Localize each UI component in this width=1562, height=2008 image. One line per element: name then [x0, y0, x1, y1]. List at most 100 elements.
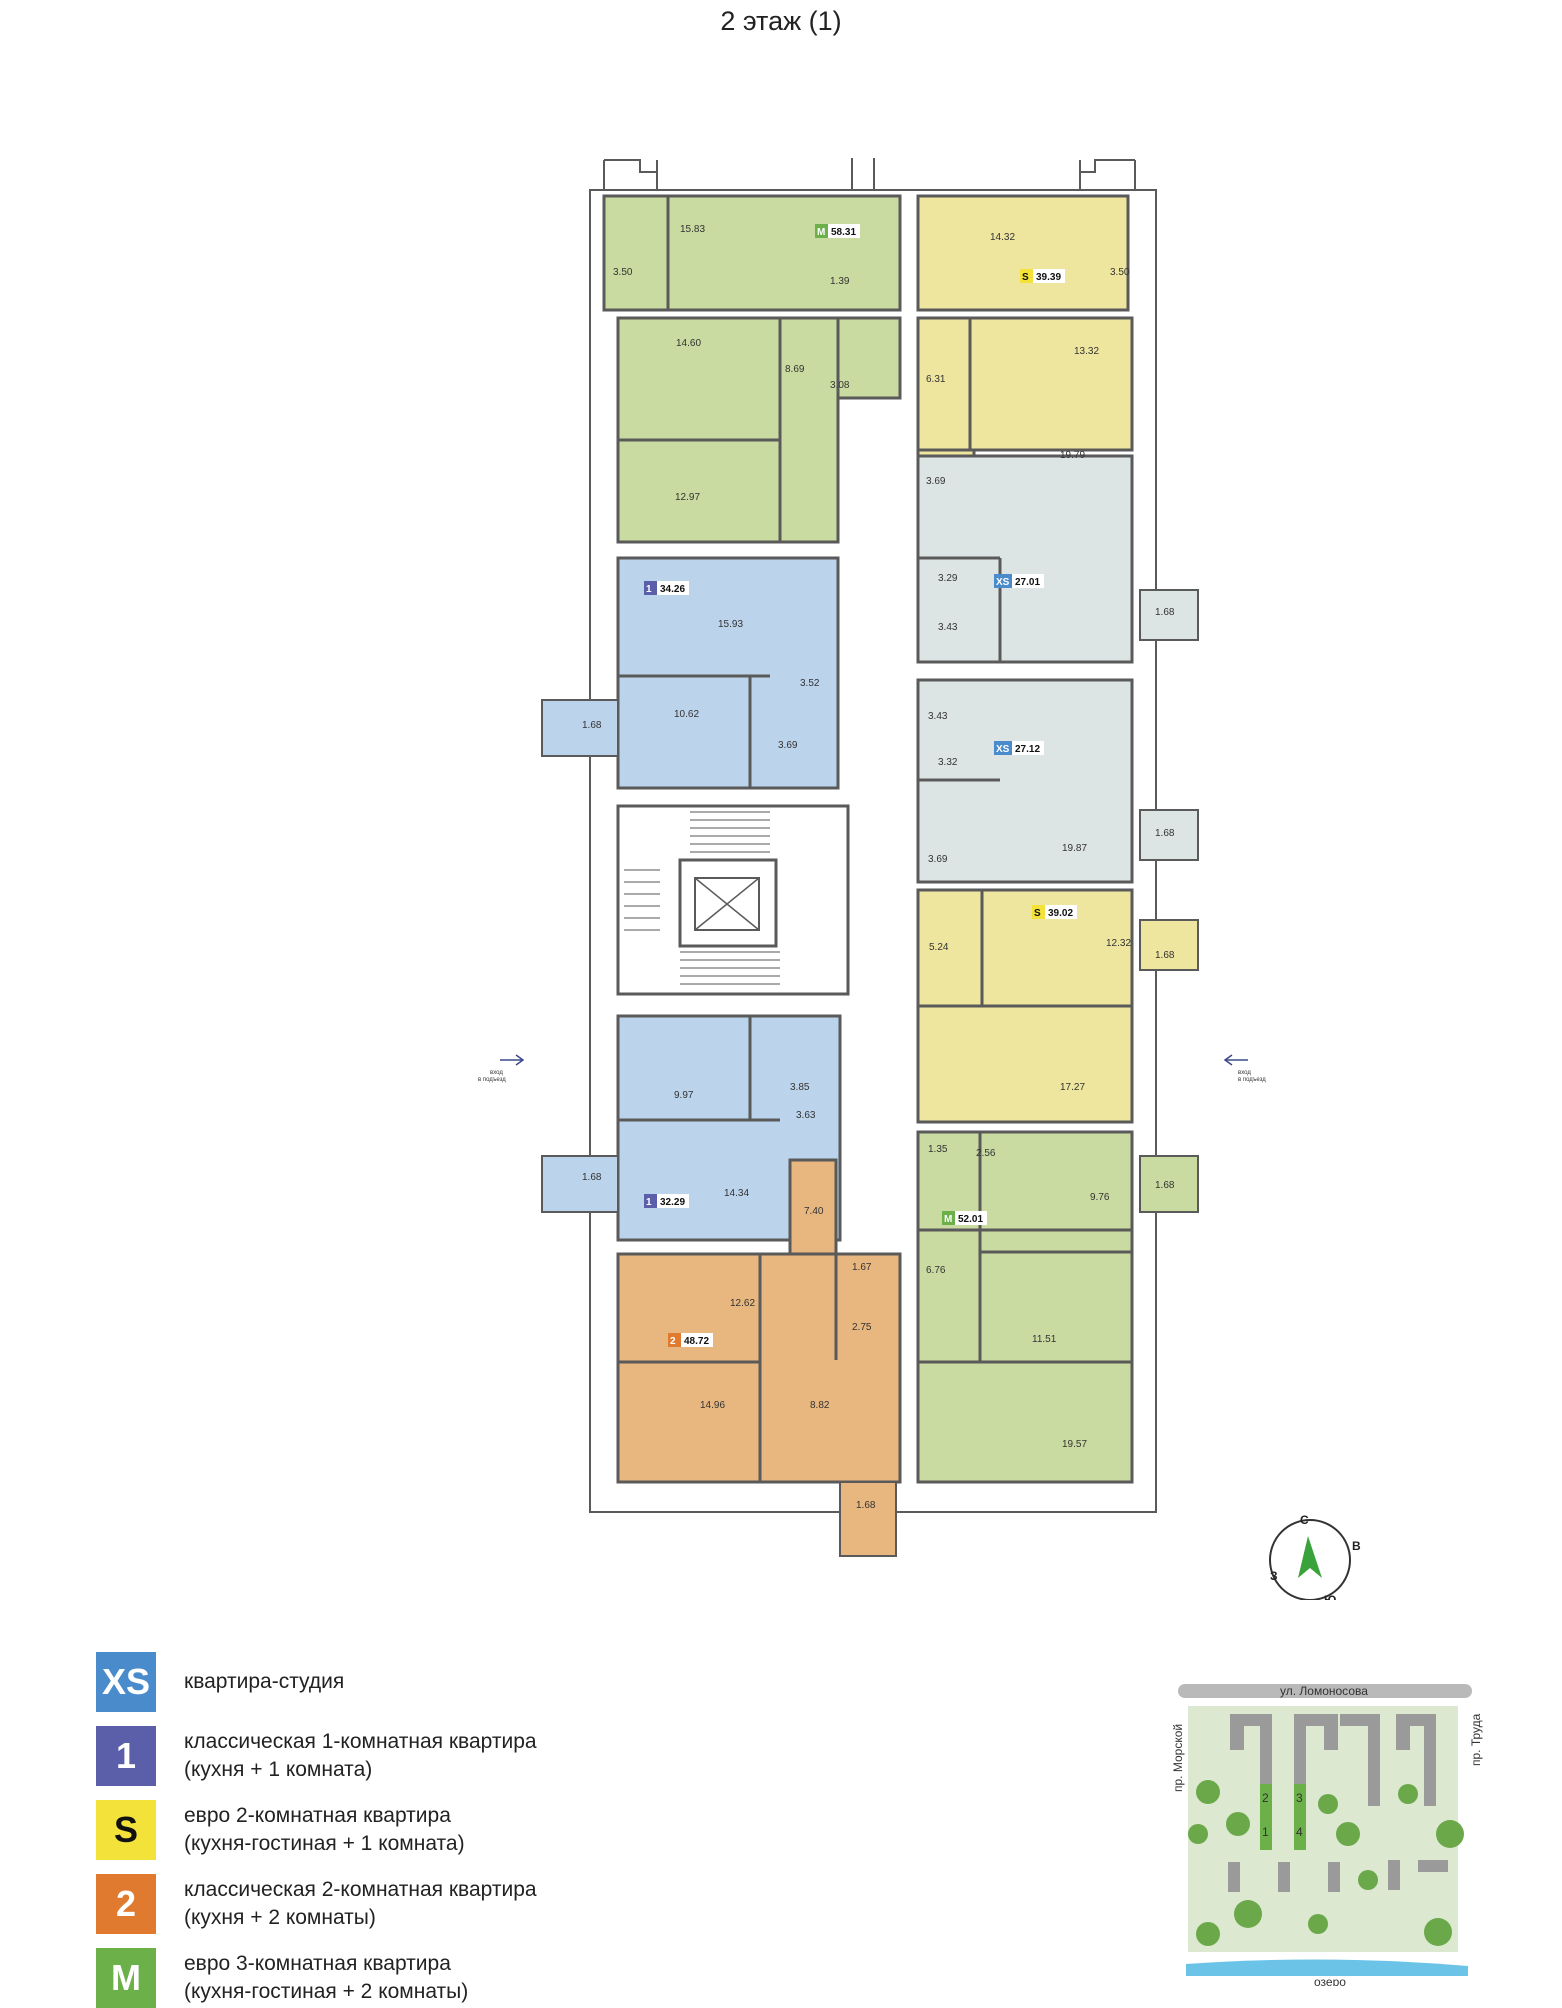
room-area-label: 1.68 — [1155, 607, 1175, 618]
room-area-label: 14.34 — [724, 1188, 749, 1199]
room-area-label: 3.52 — [800, 678, 820, 689]
compass: С В Ю З — [1269, 1513, 1361, 1600]
street-left-label: пр. Морской — [1171, 1724, 1185, 1792]
room-area-label: 8.69 — [785, 364, 805, 375]
room-area-label: 1.68 — [1155, 950, 1175, 961]
legend-text-m-line2: (кухня-гостиная + 2 комнаты) — [184, 1980, 469, 2003]
unit-area-label: 32.29 — [660, 1197, 685, 1208]
section-2: 2 — [1262, 1791, 1269, 1805]
apartment-2-bottom-left[interactable] — [616, 1158, 902, 1557]
room-area-label: 13.32 — [1074, 346, 1099, 357]
stair-core — [616, 804, 850, 996]
room-area-label: 1.67 — [852, 1262, 872, 1273]
lake-shape — [1186, 1959, 1468, 1976]
room-area-label: 3.69 — [778, 740, 798, 751]
unit-type-swatch — [815, 224, 828, 238]
room-area-label: 1.68 — [856, 1500, 876, 1511]
unit-area-label: 48.72 — [684, 1336, 709, 1347]
room-area-label: 14.32 — [990, 232, 1015, 243]
street-top-label: ул. Ломоносова — [1280, 1684, 1368, 1698]
room-area-label: 12.62 — [730, 1298, 755, 1309]
room-area-label: 1.35 — [928, 1144, 948, 1155]
compass-west: З — [1270, 1569, 1278, 1583]
unit-type-swatch — [942, 1211, 955, 1225]
section-4: 4 — [1296, 1825, 1303, 1839]
legend-badge-m: M — [96, 1948, 156, 2008]
entrance-label-right-2: в подъезд — [1238, 1077, 1266, 1083]
unit-type-label: 2 — [670, 1336, 676, 1347]
apartment-m-lower-right[interactable] — [916, 1130, 1199, 1484]
unit-area-label: 34.26 — [660, 584, 685, 595]
room-area-label: 19.79 — [1060, 450, 1085, 461]
apartment-m-top-left[interactable] — [602, 194, 902, 544]
legend-badge-2: 2 — [96, 1874, 156, 1934]
unit-area-label: 27.12 — [1015, 744, 1040, 755]
unit-area-box — [1033, 269, 1065, 283]
entrance-left: вход в подъезд — [478, 1054, 525, 1083]
unit-type-label: S — [1022, 272, 1029, 283]
legend-text-2-line1: классическая 2-комнатная квартира — [184, 1878, 537, 1901]
unit-type-swatch — [668, 1333, 681, 1347]
legend-item-xs: XS квартира-студия — [96, 1652, 796, 1712]
unit-area-box — [681, 1333, 713, 1347]
room-area-label: 14.60 — [676, 338, 701, 349]
legend-badge-1: 1 — [96, 1726, 156, 1786]
room-area-label: 1.68 — [1155, 828, 1175, 839]
legend-badge-xs: XS — [96, 1652, 156, 1712]
unit-type-swatch — [1032, 905, 1045, 919]
room-area-label: 1.68 — [582, 720, 602, 731]
unit-type-label: 1 — [646, 584, 652, 595]
room-area-label: 3.43 — [938, 622, 958, 633]
entrance-right: вход в подъезд — [1223, 1054, 1266, 1083]
street-right-label: пр. Труда — [1469, 1713, 1483, 1766]
street-top-bar — [1178, 1684, 1472, 1698]
legend-text-1-line1: классическая 1-комнатная квартира — [184, 1730, 537, 1753]
room-area-label: 3.08 — [830, 380, 850, 391]
trees — [1188, 1780, 1464, 1946]
legend-text-2-line2: (кухня + 2 комнаты) — [184, 1906, 376, 1929]
room-area-label: 6.76 — [926, 1265, 946, 1276]
section-1: 1 — [1262, 1825, 1269, 1839]
unit-type-label: XS — [996, 577, 1010, 588]
entrance-label-left-1: вход — [490, 1070, 503, 1076]
room-area-label: 15.93 — [718, 619, 743, 630]
apartment-1-upper[interactable] — [541, 556, 840, 790]
unit-area-box — [1045, 905, 1077, 919]
unit-type-label: M — [817, 227, 825, 238]
legend-text-xs: квартира-студия — [184, 1670, 345, 1693]
legend-item-m: M евро 3-комнатная квартира (кухня-гостин… — [96, 1948, 796, 2008]
compass-north: С — [1300, 1513, 1309, 1527]
room-area-label: 3.32 — [938, 757, 958, 768]
room-area-label: 3.85 — [790, 1082, 810, 1093]
floor-plan: вход в подъезд вход в подъезд 15.83 3.50 1… — [478, 158, 1361, 1600]
room-area-label: 10.62 — [674, 709, 699, 720]
unit-type-swatch — [994, 741, 1012, 755]
site-minimap: ул. Ломоносова 2 3 1 4 озеро пр. Морской… — [1168, 1684, 1488, 1986]
room-area-label: 1.39 — [830, 276, 850, 287]
room-area-label: 3.69 — [928, 854, 948, 865]
apartment-s-lower[interactable] — [916, 888, 1199, 1124]
room-area-label: 14.96 — [700, 1400, 725, 1411]
apartment-xs-lower[interactable] — [916, 678, 1199, 884]
unit-type-swatch — [644, 1194, 657, 1208]
room-area-label: 15.83 — [680, 224, 705, 235]
legend-badge-s: S — [96, 1800, 156, 1860]
section-3: 3 — [1296, 1791, 1303, 1805]
unit-area-label: 27.01 — [1015, 577, 1040, 588]
room-area-label: 2.56 — [976, 1148, 996, 1159]
unit-area-box — [955, 1211, 987, 1225]
unit-type-swatch — [644, 581, 657, 595]
room-area-label: 3.69 — [926, 476, 946, 487]
compass-south: Ю — [1324, 1593, 1336, 1600]
lake-label: озеро — [1314, 1975, 1346, 1986]
legend-text-s-line1: евро 2-комнатная квартира — [184, 1804, 451, 1827]
room-area-label: 3.50 — [613, 267, 633, 278]
room-area-label: 7.40 — [804, 1206, 824, 1217]
legend-text-m-line1: евро 3-комнатная квартира — [184, 1952, 451, 1975]
entrance-label-left-2: в подъезд — [478, 1077, 506, 1083]
